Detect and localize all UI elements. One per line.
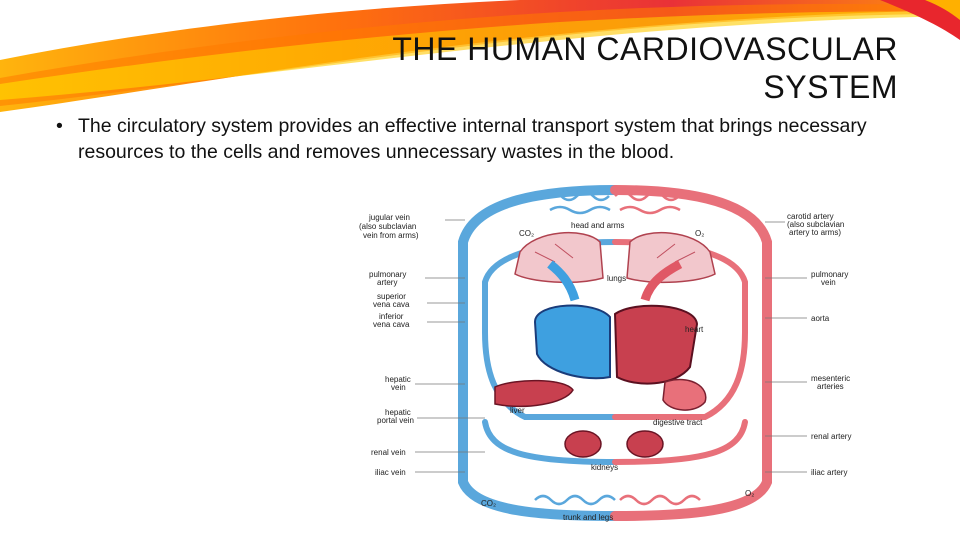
label-portal-vein-l2: portal vein <box>377 416 414 425</box>
kidneys-organ <box>564 430 664 458</box>
label-lungs: lungs <box>607 274 626 283</box>
label-hepatic-vein-l2: vein <box>391 383 406 392</box>
label-head-arms: head and arms <box>571 221 624 230</box>
label-co2-bottom: CO₂ <box>481 499 496 508</box>
label-pulmonary-vein-l1: pulmonary <box>811 270 848 279</box>
label-superior-vena-cava-l2: vena cava <box>373 300 410 309</box>
label-digestive-tract: digestive tract <box>653 418 703 427</box>
label-carotid-l1: carotid artery <box>787 212 834 221</box>
heart-organ <box>533 260 699 385</box>
slide-title: THE HUMAN CARDIOVASCULAR SYSTEM <box>278 30 898 106</box>
label-pulmonary-artery-l2: artery <box>377 278 397 287</box>
body-loop-artery <box>610 327 772 521</box>
label-pulmonary-artery-l1: pulmonary <box>369 270 406 279</box>
bullet-text: The circulatory system provides an effec… <box>78 115 867 163</box>
decorative-swoosh <box>0 0 960 112</box>
digestive-tract-organ <box>662 378 707 411</box>
label-aorta: aorta <box>811 314 830 323</box>
label-inferior-vena-cava-l1: inferior <box>379 312 404 321</box>
center-labels: head and arms CO₂ O₂ lungs heart liver d… <box>481 221 754 522</box>
label-renal-vein: renal vein <box>371 448 406 457</box>
label-inferior-vena-cava-l2: vena cava <box>373 320 410 329</box>
kidney-loop-artery <box>612 419 748 465</box>
lungs-organ <box>514 231 716 284</box>
head-loop-artery <box>610 185 772 337</box>
label-jugular-l2: (also subclavian <box>359 222 416 231</box>
title-line-2: SYSTEM <box>763 69 898 105</box>
label-o2-top: O₂ <box>695 229 704 238</box>
label-heart: heart <box>685 325 704 334</box>
label-o2-bottom: O₂ <box>745 489 754 498</box>
circulatory-diagram: jugular vein (also subclavian vein from … <box>359 185 851 522</box>
kidney-loop-vein <box>482 419 618 465</box>
label-carotid-l3: artery to arms) <box>789 228 841 237</box>
capillary-network-bottom <box>534 494 701 506</box>
label-pulmonary-vein-l2: vein <box>821 278 836 287</box>
label-renal-artery: renal artery <box>811 432 851 441</box>
label-co2-top: CO₂ <box>519 229 534 238</box>
right-labels: carotid artery (also subclavian artery t… <box>787 212 851 477</box>
bullet-symbol: • <box>56 115 63 137</box>
left-labels: jugular vein (also subclavian vein from … <box>359 213 419 477</box>
liver-organ <box>494 379 574 408</box>
label-liver: liver <box>510 406 525 415</box>
label-superior-vena-cava-l1: superior <box>377 292 406 301</box>
leader-lines <box>415 219 807 473</box>
bullet-point: • The circulatory system provides an effe… <box>56 113 928 165</box>
swoosh-band-red <box>0 0 960 112</box>
swoosh-corner <box>880 0 960 40</box>
title-line-1: THE HUMAN CARDIOVASCULAR <box>392 31 898 67</box>
swoosh-corner-yellow <box>925 0 960 20</box>
label-hepatic-vein-l1: hepatic <box>385 375 411 384</box>
label-kidneys: kidneys <box>591 463 618 472</box>
label-mesenteric-l2: arteries <box>817 382 844 391</box>
label-jugular-l1: jugular vein <box>368 213 410 222</box>
body-loop-vein <box>458 327 620 521</box>
label-carotid-l2: (also subclavian <box>787 220 844 229</box>
swoosh-band-yellow <box>0 11 960 100</box>
label-portal-vein-l1: hepatic <box>385 408 411 417</box>
liver-loop-artery <box>612 329 748 420</box>
label-mesenteric-l1: mesenteric <box>811 374 850 383</box>
capillary-network-top <box>544 190 681 215</box>
label-iliac-vein: iliac vein <box>375 468 406 477</box>
label-trunk-legs: trunk and legs <box>563 513 613 522</box>
label-jugular-l3: vein from arms) <box>363 231 419 240</box>
label-iliac-artery: iliac artery <box>811 468 847 477</box>
head-loop-vein <box>458 185 620 337</box>
